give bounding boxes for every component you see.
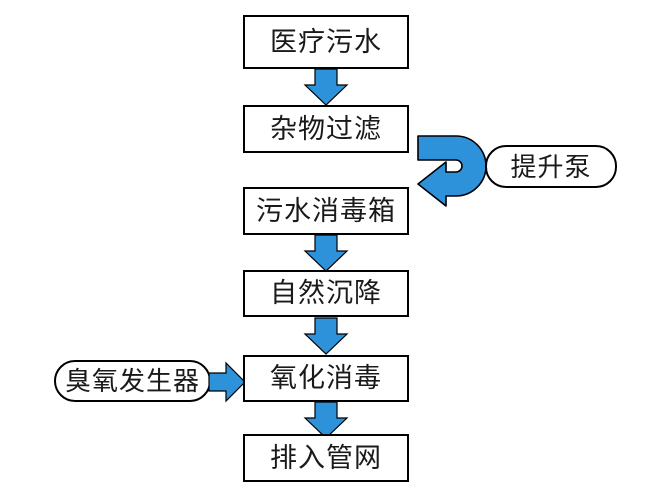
node-oxidation-disinfection[interactable]: 氧化消毒 — [243, 355, 409, 402]
node-medical-wastewater[interactable]: 医疗污水 — [243, 15, 409, 69]
node-label: 杂物过滤 — [270, 113, 382, 144]
node-discharge-to-pipe-network[interactable]: 排入管网 — [243, 434, 409, 482]
node-ozone-generator[interactable]: 臭氧发生器 — [54, 360, 211, 402]
node-wastewater-disinfection-tank[interactable]: 污水消毒箱 — [243, 187, 409, 235]
node-label: 氧化消毒 — [270, 363, 382, 393]
node-label: 提升泵 — [510, 151, 592, 182]
arrow-settling-to-oxidation — [303, 317, 349, 355]
arrow-oxidation-to-discharge — [303, 401, 349, 439]
node-natural-settling[interactable]: 自然沉降 — [243, 270, 409, 317]
node-label: 自然沉降 — [270, 278, 382, 308]
arrow-pump-to-disinfection-tank — [412, 128, 498, 224]
arrow-disinfection-tank-to-settling — [303, 234, 349, 272]
node-label: 污水消毒箱 — [256, 195, 396, 226]
node-lift-pump[interactable]: 提升泵 — [485, 145, 617, 188]
node-debris-filtration[interactable]: 杂物过滤 — [243, 105, 409, 153]
node-label: 臭氧发生器 — [64, 366, 200, 396]
arrow-ozone-to-oxidation — [208, 361, 246, 403]
node-label: 排入管网 — [270, 442, 382, 473]
arrow-medical-to-filtration — [303, 68, 349, 106]
node-label: 医疗污水 — [270, 26, 382, 57]
